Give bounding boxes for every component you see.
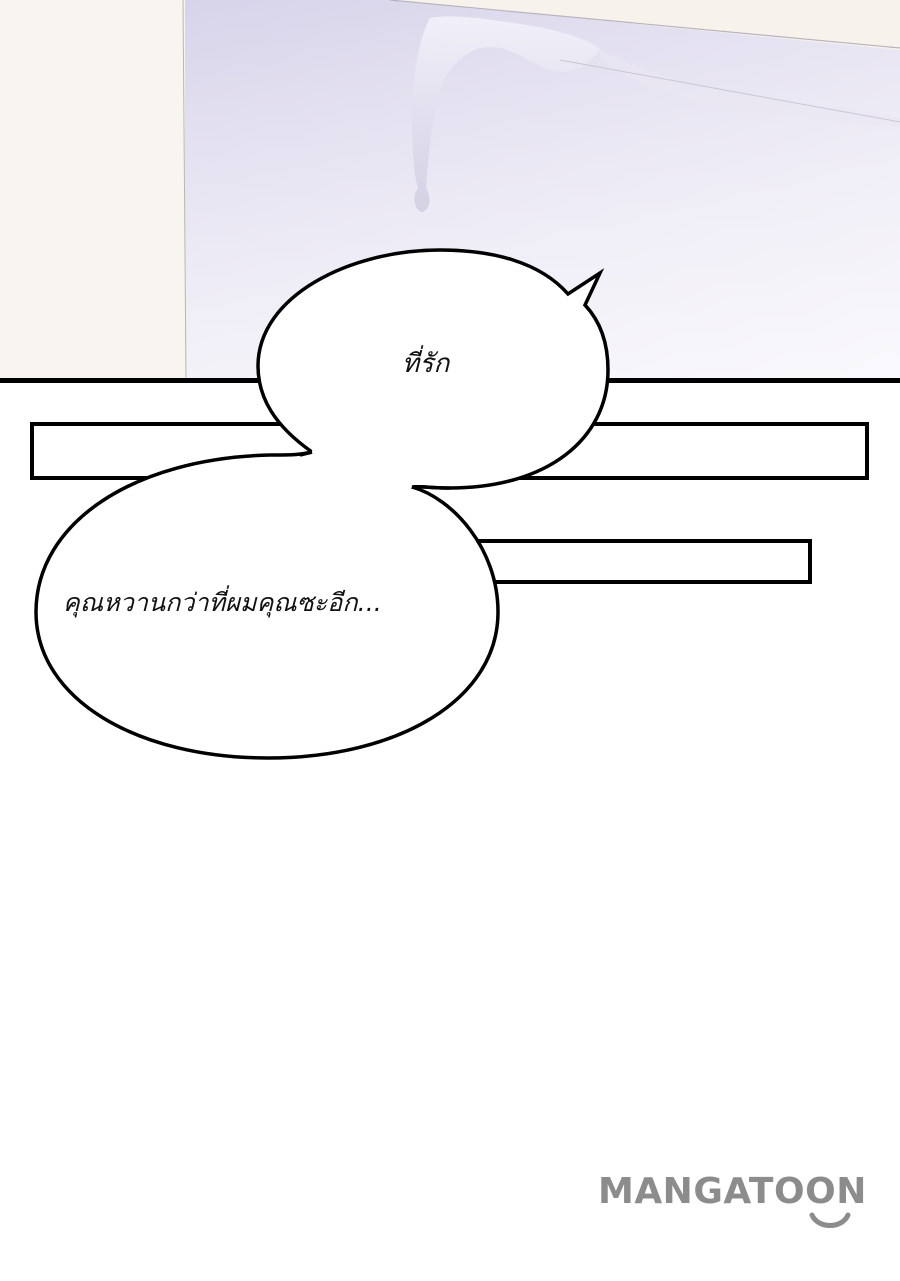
panel-frame-bottom — [458, 539, 812, 584]
dialogue-text-bottom: คุณหวานกว่าที่ผมคุณซะอีก... — [63, 588, 382, 617]
drip-shape — [412, 16, 600, 212]
watermark-text: MANGATOON — [598, 1171, 867, 1212]
speech-bubble-bottom — [34, 450, 500, 760]
smile-icon — [809, 1212, 851, 1228]
dialogue-text-top: ที่รัก — [402, 349, 450, 379]
mangatoon-watermark: MANGATOON — [598, 1167, 900, 1233]
